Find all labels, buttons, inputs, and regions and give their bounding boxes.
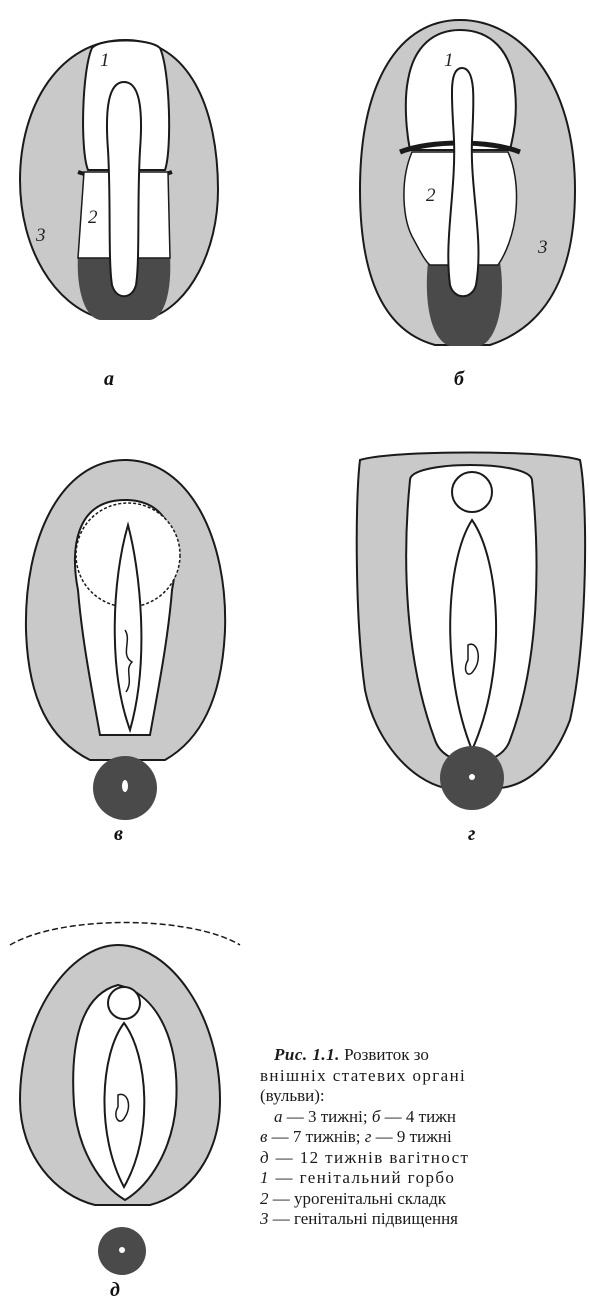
panel-b-number-2: 2 xyxy=(426,185,436,207)
diagram-panel-b: 1 2 3 xyxy=(340,0,589,370)
caption-line-7: 1 — генітальний горбо xyxy=(260,1168,589,1189)
panel-a-label: а xyxy=(104,368,114,391)
caption-key-2: 2 xyxy=(260,1189,269,1208)
panel-g-drawing xyxy=(350,440,589,820)
caption-line-5: в — 7 тижнів; г — 9 тижні xyxy=(260,1127,589,1148)
caption-line-4: а — 3 тижні; б — 4 тижн xyxy=(260,1107,589,1128)
diagram-panel-a: 1 2 3 xyxy=(0,0,250,360)
caption-text-g: — 9 тижні xyxy=(371,1127,451,1146)
panel-a-number-2: 2 xyxy=(88,207,98,229)
panel-a-number-1: 1 xyxy=(100,50,110,72)
caption-key-1: 1 xyxy=(260,1168,270,1187)
panel-g-label: г xyxy=(468,823,475,846)
caption-text-b: — 4 тижн xyxy=(380,1107,456,1126)
panel-b-label: б xyxy=(454,368,464,391)
caption-text-d: — 12 тижнів вагітност xyxy=(270,1148,469,1167)
diagram-panel-v xyxy=(0,430,250,820)
caption-title-rest: Розвиток зо xyxy=(344,1045,429,1064)
diagram-panel-g xyxy=(350,440,589,820)
caption-line-3: (вульви): xyxy=(260,1086,589,1107)
caption-key-d: д xyxy=(260,1148,270,1167)
panel-b-drawing xyxy=(340,0,589,370)
caption-key-a: а xyxy=(274,1107,283,1126)
caption-text-a: — 3 тижні; xyxy=(283,1107,372,1126)
panel-b-number-3: 3 xyxy=(538,237,548,259)
caption-text-v: — 7 тижнів; xyxy=(267,1127,364,1146)
panel-a-drawing xyxy=(0,0,250,360)
caption-line-2: внішніх статевих органі xyxy=(260,1066,589,1087)
caption-line-8: 2 — урогенітальні складк xyxy=(260,1189,589,1210)
diagram-panel-d xyxy=(0,895,250,1295)
caption-text-2: — урогенітальні складк xyxy=(269,1189,447,1208)
panel-d-drawing xyxy=(0,895,250,1295)
panel-a-number-3: 3 xyxy=(36,225,46,247)
caption-text-3: — генітальні підвищення xyxy=(269,1209,459,1228)
panel-b-number-1: 1 xyxy=(444,50,454,72)
panel-v-label: в xyxy=(114,823,123,846)
figure-caption: Рис. 1.1. Розвиток зо внішніх статевих о… xyxy=(260,1045,589,1230)
caption-line-9: 3 — генітальні підвищення xyxy=(260,1209,589,1230)
caption-title-lead: Рис. 1.1. xyxy=(274,1045,340,1064)
caption-line-6: д — 12 тижнів вагітност xyxy=(260,1148,589,1169)
panel-v-drawing xyxy=(0,430,250,820)
caption-text-1: — генітальний горбо xyxy=(270,1168,455,1187)
caption-key-3: 3 xyxy=(260,1209,269,1228)
caption-title-line: Рис. 1.1. Розвиток зо xyxy=(260,1045,589,1066)
